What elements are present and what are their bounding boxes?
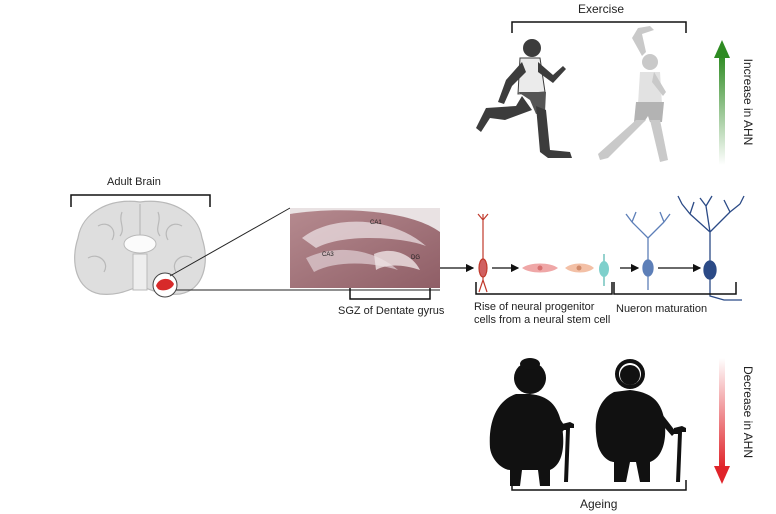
region-ca1-label: CA1 (370, 220, 382, 226)
elderly-man-cane-icon (595, 359, 686, 482)
red-down-arrow-icon (714, 358, 730, 484)
running-man-icon (476, 39, 572, 158)
hippocampus-caption: SGZ of Dentate gyrus (338, 305, 445, 317)
ageing-label: Ageing (580, 497, 618, 511)
maturation-stage-label: Nueron maturation (616, 303, 708, 315)
sgz-bracket (349, 288, 431, 300)
exercise-bracket (511, 21, 687, 33)
mature-neuron-icon (625, 195, 745, 301)
zoom-line-top (169, 207, 291, 277)
hippocampus-slice-image (290, 208, 440, 288)
progenitor-stage-label: Rise of neural progenitor cells from a n… (474, 301, 611, 326)
green-up-arrow-icon (714, 40, 730, 165)
increase-label: Increase in AHN (741, 58, 755, 146)
exercise-label: Exercise (578, 2, 625, 16)
adult-brain-icon (74, 200, 206, 298)
ageing-bracket (511, 480, 687, 491)
progenitor-cell-icon (522, 263, 594, 273)
decrease-label: Decrease in AHN (741, 365, 755, 459)
maturation-bracket (613, 282, 737, 295)
progenitor-bracket (475, 282, 613, 295)
stretching-woman-icon (598, 26, 668, 162)
immature-neuron-icon (599, 254, 609, 286)
region-dg-label: DG (411, 255, 420, 261)
neural-stem-cell-icon (477, 213, 489, 293)
elderly-woman-cane-icon (489, 358, 574, 486)
brain-label: Adult Brain (107, 176, 161, 188)
region-ca3-label: CA3 (322, 252, 334, 258)
brain-bracket (70, 194, 211, 207)
